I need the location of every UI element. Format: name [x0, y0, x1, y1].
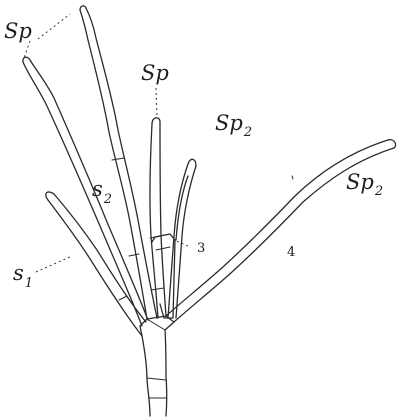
filament-s1 — [46, 192, 146, 336]
filament-sp-top-left — [80, 6, 157, 319]
label-sp-middle: Sp — [141, 61, 169, 85]
filament-sp2-right — [166, 140, 396, 322]
junction-cell — [140, 316, 174, 336]
label-sp2-right: Sp2 — [346, 170, 383, 199]
label-3: 3 — [197, 241, 205, 256]
main-stalk — [142, 330, 167, 416]
leader-lines — [24, 14, 188, 272]
filament-s2 — [23, 57, 148, 326]
filament-sp-middle — [150, 118, 166, 318]
label-s2: s2 — [92, 177, 112, 207]
label-s1: s1 — [13, 261, 33, 291]
label-sp2-upper: Sp2 — [215, 111, 252, 140]
label-sp-top-left: Sp — [4, 19, 32, 43]
label-4: 4 — [287, 245, 295, 260]
